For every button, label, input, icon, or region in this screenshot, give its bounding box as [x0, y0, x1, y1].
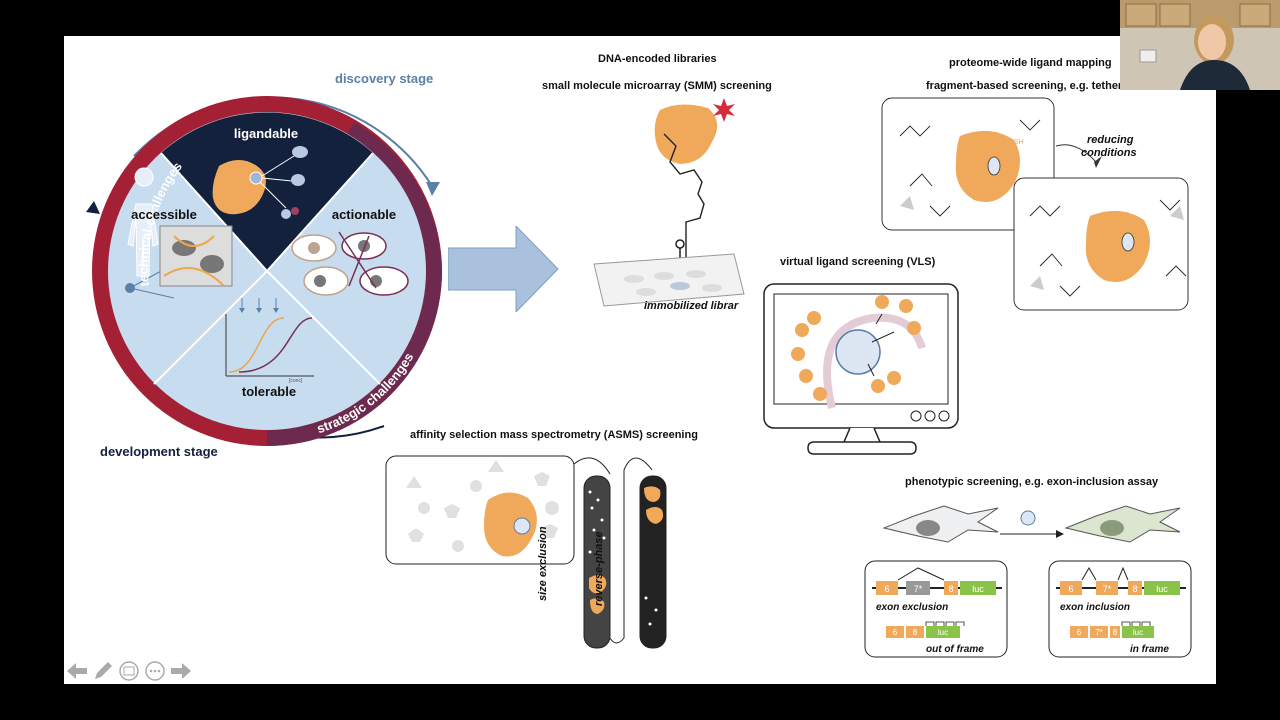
- exc-out-exon8: 8: [913, 628, 918, 637]
- sh-group-label: SH: [1014, 139, 1024, 146]
- reverse-phase-label: reverse-phase: [593, 531, 605, 606]
- phenotypic-cells-diagram: [882, 505, 1181, 543]
- exc-exon8: 8: [948, 584, 953, 594]
- actionable-label: actionable: [332, 207, 396, 222]
- inc-exon8: 8: [1132, 584, 1137, 594]
- big-arrow-icon: [448, 226, 559, 312]
- vls-title: virtual ligand screening (VLS): [780, 256, 936, 268]
- asms-title: affinity selection mass spectrometry (AS…: [410, 429, 698, 441]
- inc-exon7: 7*: [1103, 584, 1112, 594]
- more-icon[interactable]: [144, 660, 166, 682]
- slide-navigation-bar: [66, 660, 192, 682]
- development-stage-label: development stage: [100, 444, 218, 459]
- conc-axis-label: [conc]: [289, 378, 303, 384]
- exc-out-luc: luc: [938, 628, 948, 637]
- inc-label: exon inclusion: [1060, 602, 1130, 613]
- inc-exon6: 6: [1068, 584, 1073, 594]
- inc-luc: luc: [1156, 584, 1168, 594]
- tolerable-label: tolerable: [242, 384, 296, 399]
- proteome-title: proteome-wide ligand mapping: [949, 57, 1112, 69]
- exc-out-exon6: 6: [893, 628, 898, 637]
- del-title: DNA-encoded libraries: [598, 53, 717, 65]
- immobilized-library-label: immobilized librar: [644, 300, 739, 312]
- exon-exclusion-panel: 6 7* 8 luc exon exclusion 6 8 luc out of…: [864, 560, 1008, 658]
- size-exclusion-label: size exclusion: [537, 526, 549, 601]
- exc-exon7: 7*: [914, 584, 923, 594]
- in-frame-label: in frame: [1130, 644, 1169, 655]
- discovery-stage-label: discovery stage: [335, 71, 434, 86]
- ligandable-label: ligandable: [234, 126, 298, 141]
- asms-diagram: [385, 455, 667, 649]
- exc-label: exon exclusion: [876, 602, 948, 613]
- target-wheel-diagram: [conc] technical challenges strategic ch…: [86, 96, 442, 446]
- smm-title: small molecule microarray (SMM) screenin…: [542, 80, 772, 92]
- pen-icon[interactable]: [92, 660, 114, 682]
- arrow-right-icon[interactable]: [170, 660, 192, 682]
- exc-exon6: 6: [884, 584, 889, 594]
- reducing-label: reducing: [1087, 134, 1134, 146]
- smm-diagram: [593, 98, 745, 307]
- presenter-webcam: [1120, 0, 1280, 90]
- inc-in-exon8: 8: [1113, 628, 1118, 637]
- vls-monitor-diagram: [763, 283, 959, 455]
- inc-in-luc: luc: [1133, 628, 1143, 637]
- exc-luc: luc: [972, 584, 984, 594]
- slide-canvas: [conc] technical challenges strategic ch…: [64, 36, 1216, 684]
- inc-in-exon7: 7*: [1095, 628, 1103, 637]
- exon-inclusion-panel: 6 7* 8 luc exon inclusion 6 7* 8 luc in …: [1048, 560, 1192, 658]
- tethering-diagram: SH: [881, 97, 1189, 311]
- accessible-label: accessible: [131, 207, 197, 222]
- out-of-frame-label: out of frame: [926, 644, 984, 655]
- conditions-label: conditions: [1081, 147, 1137, 159]
- fragment-title: fragment-based screening, e.g. tetheri: [926, 80, 1126, 92]
- phenotypic-title: phenotypic screening, e.g. exon-inclusio…: [905, 476, 1159, 488]
- arrow-left-icon[interactable]: [66, 660, 88, 682]
- inc-in-exon6: 6: [1077, 628, 1082, 637]
- slides-icon[interactable]: [118, 660, 140, 682]
